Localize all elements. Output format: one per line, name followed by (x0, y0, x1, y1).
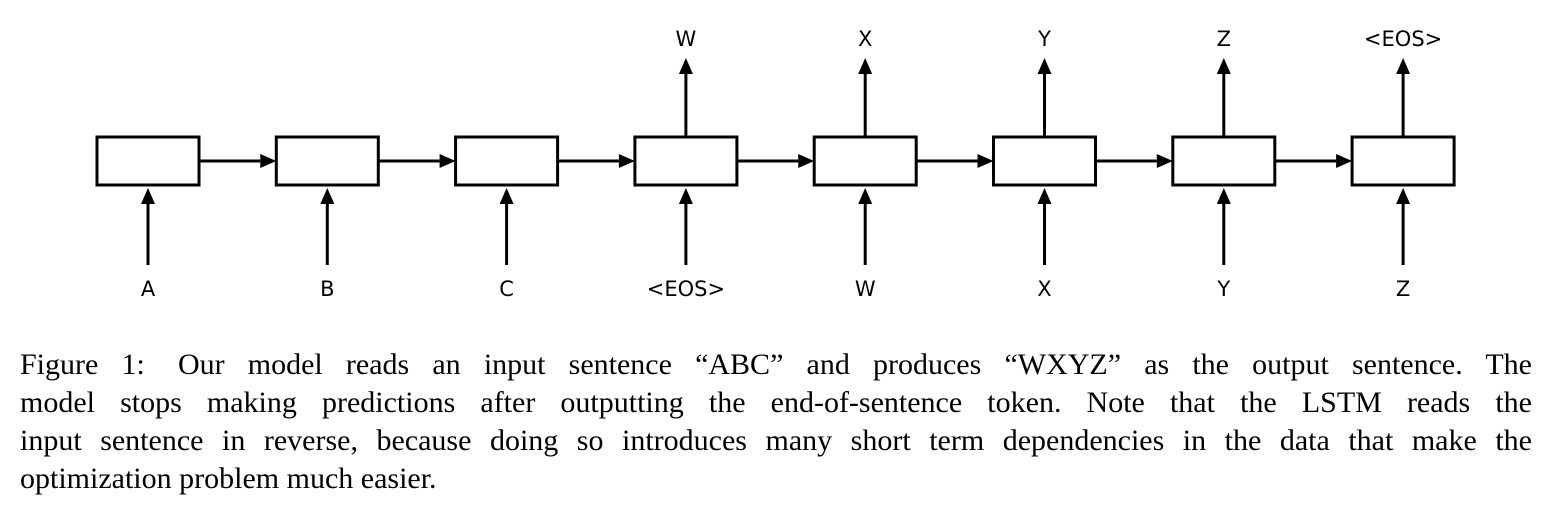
lstm-cell-6 (992, 135, 1097, 187)
recurrent-arrow-5-head (977, 154, 994, 168)
input-token-6: X (1037, 277, 1051, 301)
output-token-7: Z (1217, 27, 1231, 51)
output-arrow-7-head (1216, 58, 1231, 74)
recurrent-arrow-4-head (798, 154, 815, 168)
caption-line-1: Figure 1: Our model reads an input sente… (20, 346, 1532, 384)
lstm-sequence-diagram: A B C <EOS> W W X X Y Y Z Z <EOS> (95, 27, 1456, 301)
recurrent-arrow-1-head (260, 154, 277, 168)
output-token-5: X (858, 27, 872, 51)
caption-line-4: optimization problem much easier. (20, 462, 437, 495)
input-token-3: C (499, 277, 514, 301)
recurrent-arrow-2-head (439, 154, 456, 168)
lstm-cell-5 (812, 135, 918, 187)
caption-line-1-text: Our model reads an input sentence “ABC” … (177, 348, 1532, 381)
recurrent-arrow-6-head (1156, 154, 1173, 168)
lstm-cell-4 (633, 135, 739, 187)
recurrent-arrow-7-head (1336, 154, 1353, 168)
input-token-1: A (141, 277, 156, 301)
input-arrow-5-head (858, 188, 873, 204)
output-arrow-4-head (678, 58, 693, 74)
input-token-2: B (320, 277, 334, 301)
input-token-7: Y (1216, 277, 1230, 301)
caption-line-3: input sentence in reverse, because doing… (20, 424, 1532, 457)
output-token-6: Y (1037, 27, 1051, 51)
input-arrow-4-head (678, 188, 693, 204)
lstm-cell-1 (95, 135, 201, 187)
figure-label: Figure 1: (20, 348, 145, 381)
input-arrow-8-head (1396, 188, 1411, 204)
input-arrow-1-head (141, 188, 155, 204)
input-arrow-7-head (1216, 188, 1231, 204)
input-arrow-2-head (320, 188, 335, 204)
output-arrow-5-head (858, 58, 873, 74)
figure-caption: Figure 1: Our model reads an input sente… (20, 346, 1532, 498)
lstm-cell-2 (274, 135, 380, 187)
caption-line-2: model stops making predictions after out… (20, 386, 1532, 419)
lstm-cell-7 (1171, 135, 1277, 187)
lstm-cell-3 (454, 135, 560, 187)
output-arrow-8-head (1396, 58, 1411, 74)
recurrent-arrow-3-head (618, 154, 635, 168)
input-arrow-6-head (1037, 188, 1052, 204)
output-arrow-6-head (1037, 58, 1052, 74)
lstm-cell-8 (1350, 135, 1456, 187)
output-token-8: <EOS> (1364, 27, 1442, 51)
output-token-4: W (676, 27, 697, 51)
input-token-8: Z (1396, 277, 1410, 301)
input-token-4: <EOS> (647, 277, 725, 301)
input-token-5: W (855, 277, 876, 301)
input-arrow-3-head (499, 188, 514, 204)
